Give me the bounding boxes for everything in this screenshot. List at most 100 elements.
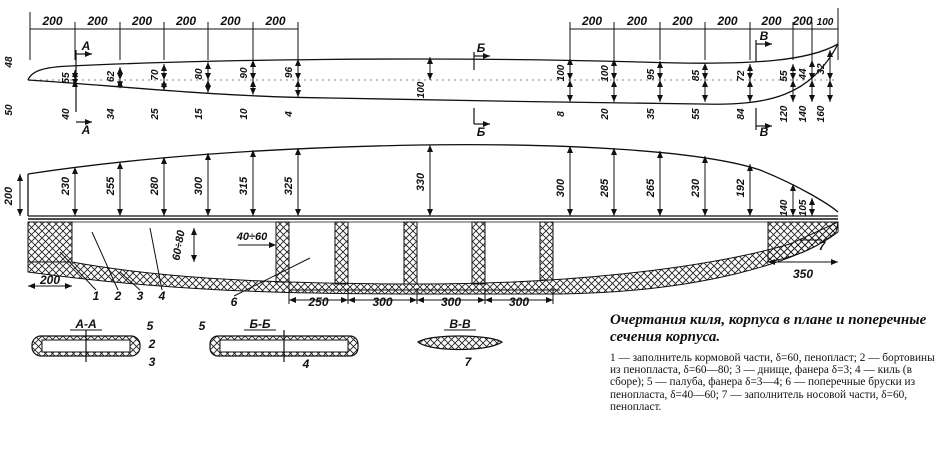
top-spacing-label: 200 bbox=[760, 14, 781, 28]
dim-crossbar-spacing: 300 bbox=[441, 295, 461, 309]
figure-title: Очертания киля, корпуса в плане и попере… bbox=[610, 312, 927, 345]
section-cut-letter: В bbox=[760, 29, 769, 43]
bow-filler bbox=[767, 221, 839, 263]
plan-half-width-lower: 35 bbox=[646, 108, 657, 120]
plan-half-width-lower: 84 bbox=[736, 108, 747, 120]
profile-height-label: 315 bbox=[238, 176, 250, 195]
dim-crossbar-spacing: 300 bbox=[372, 295, 392, 309]
plan-half-width-upper: 100 bbox=[416, 81, 427, 98]
callout-leader bbox=[149, 227, 163, 291]
plan-half-width-upper: 32 bbox=[816, 63, 827, 75]
profile-height-label: 280 bbox=[149, 176, 161, 196]
profile-height-label: 230 bbox=[60, 176, 72, 196]
plan-half-width-upper: 44 bbox=[798, 68, 809, 81]
part-callout: 4 bbox=[158, 289, 166, 303]
profile-deck-curve bbox=[27, 144, 839, 213]
part-callout: 3 bbox=[137, 289, 144, 303]
plan-half-width-lower: 15 bbox=[194, 108, 205, 120]
top-spacing-label: 100 bbox=[817, 17, 834, 28]
section-cut-letter: Б bbox=[477, 41, 486, 55]
section-bb-part: 4 bbox=[302, 357, 310, 371]
plan-half-width-upper: 96 bbox=[284, 67, 295, 79]
profile-height-label: 330 bbox=[415, 172, 427, 191]
plan-edge-upper: 48 bbox=[4, 56, 15, 69]
plan-half-width-lower: 40 bbox=[61, 108, 72, 121]
plan-half-width-lower: 10 bbox=[239, 108, 250, 120]
plan-half-width-upper: 85 bbox=[691, 70, 702, 82]
plan-half-width-lower: 120 bbox=[779, 105, 790, 122]
dim-bow-length: 350 bbox=[793, 267, 813, 281]
plan-edge-lower: 50 bbox=[4, 104, 15, 116]
plan-half-width-lower: 20 bbox=[600, 108, 611, 121]
plan-half-width-lower: 140 bbox=[798, 105, 809, 122]
section-cut-letter: Б bbox=[477, 125, 486, 139]
plan-half-width-lower: 4 bbox=[284, 111, 295, 118]
profile-height-label: 300 bbox=[555, 178, 567, 197]
plan-half-width-upper: 100 bbox=[600, 65, 611, 82]
plan-half-width-upper: 70 bbox=[150, 69, 161, 81]
profile-height-label: 265 bbox=[645, 178, 657, 198]
dim-crossbar-thickness: 40÷60 bbox=[236, 231, 268, 243]
callout-leader bbox=[59, 251, 97, 291]
section-cut-letter: А bbox=[81, 123, 91, 137]
profile-height-label: 230 bbox=[690, 178, 702, 198]
plan-half-width-lower: 34 bbox=[106, 108, 117, 120]
plan-half-width-upper: 100 bbox=[556, 64, 567, 81]
section-aa-part: 3 bbox=[149, 355, 156, 369]
plan-half-width-upper: 95 bbox=[646, 69, 657, 81]
profile-height-label: 300 bbox=[193, 176, 205, 195]
bottom-band bbox=[27, 221, 839, 295]
section-aa-label: А-А bbox=[74, 317, 96, 331]
section-aa-part: 2 bbox=[148, 337, 156, 351]
crossbars bbox=[275, 221, 554, 285]
top-spacing-label: 200 bbox=[175, 14, 196, 28]
plan-half-width-upper: 90 bbox=[239, 67, 250, 79]
profile-height-label: 105 bbox=[798, 199, 809, 216]
part-callout: 2 bbox=[114, 289, 122, 303]
plan-half-width-lower: 8 bbox=[556, 111, 567, 117]
profile-height-label: 285 bbox=[599, 178, 611, 198]
plan-outline-lower bbox=[27, 43, 839, 105]
section-aa-part: 5 bbox=[147, 319, 154, 333]
section-bb-part: 5 bbox=[199, 319, 206, 333]
top-spacing-label: 200 bbox=[791, 14, 812, 28]
stern-filler bbox=[27, 221, 73, 263]
callout-leader bbox=[233, 257, 311, 297]
top-spacing-label: 200 bbox=[86, 14, 107, 28]
dim-side-thickness: 60÷80 bbox=[170, 229, 187, 262]
cross-section-aa bbox=[31, 330, 141, 362]
plan-half-width-upper: 72 bbox=[736, 70, 747, 82]
plan-outline-upper bbox=[27, 43, 839, 81]
figure-legend: 1 — заполнитель кормовой части, δ=60, пе… bbox=[610, 352, 935, 413]
plan-half-width-upper: 62 bbox=[106, 71, 117, 83]
plan-half-width-lower: 55 bbox=[691, 108, 702, 120]
top-spacing-label: 200 bbox=[41, 14, 62, 28]
dim-crossbar-spacing: 300 bbox=[509, 295, 529, 309]
top-spacing-label: 200 bbox=[716, 14, 737, 28]
dim-crossbar-spacing: 250 bbox=[307, 295, 328, 309]
top-spacing-label: 200 bbox=[626, 14, 647, 28]
profile-height-label: 192 bbox=[735, 179, 747, 197]
profile-height-label: 325 bbox=[283, 176, 295, 195]
section-bb-label: Б-Б bbox=[250, 317, 271, 331]
profile-height-label: 255 bbox=[105, 176, 117, 196]
top-spacing-label: 200 bbox=[131, 14, 152, 28]
cross-section-bb bbox=[209, 330, 359, 362]
hull-section bbox=[27, 218, 839, 295]
section-vv-label: В-В bbox=[449, 317, 471, 331]
section-cut-markers bbox=[75, 40, 772, 130]
plan-half-width-upper: 55 bbox=[61, 72, 72, 84]
top-spacing-label: 200 bbox=[264, 14, 285, 28]
dim-stern-length: 200 bbox=[39, 273, 60, 287]
profile-height-label: 140 bbox=[779, 199, 790, 216]
profile-edge-label: 200 bbox=[3, 186, 15, 206]
top-spacing-label: 200 bbox=[581, 14, 602, 28]
plan-half-width-upper: 80 bbox=[194, 68, 205, 80]
cross-section-vv bbox=[416, 335, 504, 351]
part-callout: 6 bbox=[231, 295, 238, 309]
plan-half-width-upper: 55 bbox=[779, 70, 790, 82]
plan-half-width-lower: 25 bbox=[150, 108, 161, 121]
section-cut-letter: А bbox=[81, 39, 91, 53]
section-vv-part: 7 bbox=[465, 355, 473, 369]
